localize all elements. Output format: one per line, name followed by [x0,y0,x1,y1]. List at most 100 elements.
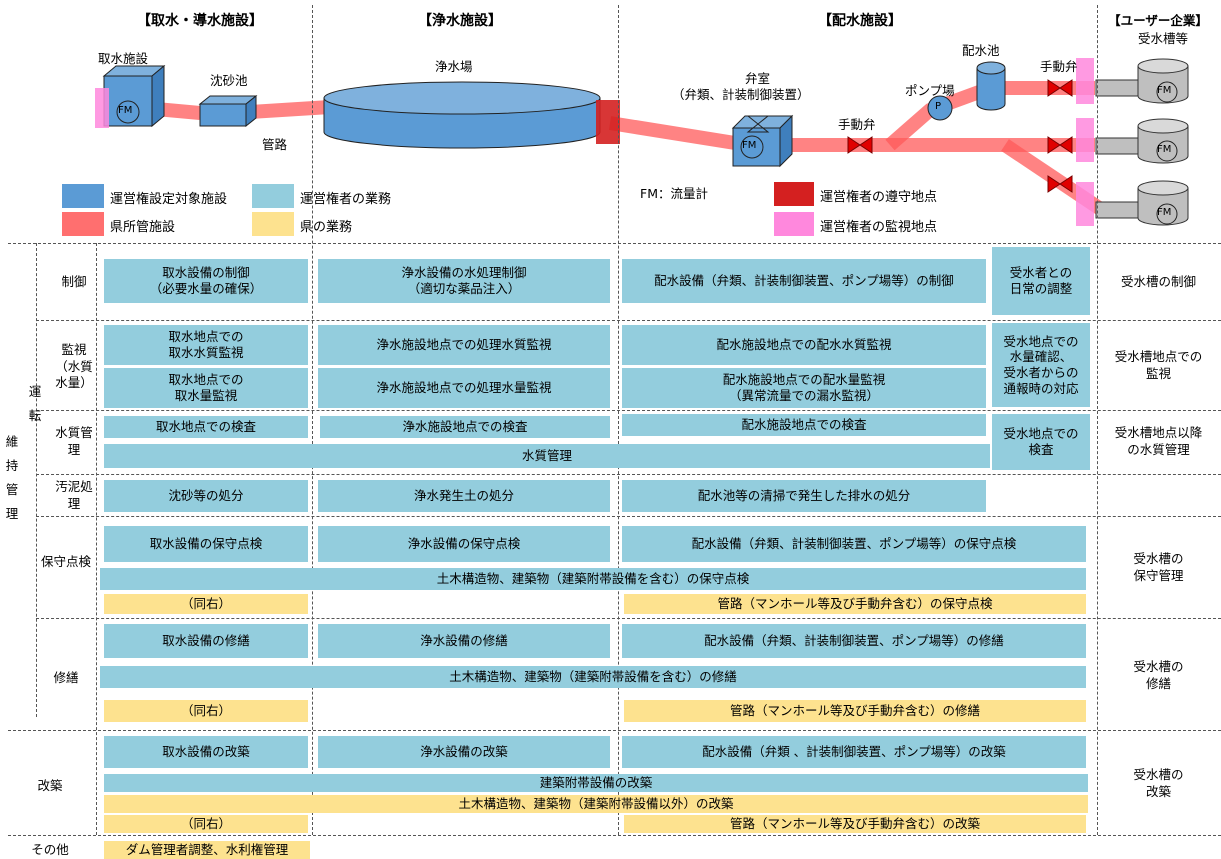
reservoir-label: 配水池 [962,43,1000,58]
cell-intake-control: 取水設備の制御 （必要水量の確保） [104,259,308,303]
intake-facility-icon [102,64,166,128]
divider-h-5 [36,618,1221,619]
cell-tank-renewal: 受水槽の 改築 [1133,767,1184,799]
legend-monitor: 運営権者の監視地点 [820,220,938,235]
fm-label-tank-1: FM [1157,85,1172,96]
cell-receiver-inspection: 受水地点での 検査 [992,414,1090,470]
valve-room-icon [731,114,794,168]
divider-v-3 [1097,5,1098,835]
cell-receiver-coordination: 受水者との 日常の調整 [992,247,1090,315]
cell-quality-management: 水質管理 [104,444,990,468]
divider-h-7 [8,835,1221,836]
cell-distribution-maintenance: 配水設備（弁類、計装制御装置、ポンプ場等）の保守点検 [622,526,1086,562]
cell-purification-maintenance: 浄水設備の保守点検 [318,526,610,562]
compliance-point-plant [596,100,620,144]
header-user: 【ユーザー企業】 [1108,13,1208,28]
sand-basin-icon [198,94,258,128]
cell-sand-disposal: 沈砂等の処分 [104,480,308,512]
intake-facility-label: 取水施設 [98,51,149,66]
cell-distribution-volume-monitor: 配水施設地点での配水量監視 （異常流量での漏水監視） [622,368,986,408]
legend-swatch-operator [252,184,294,208]
manual-valve-icons [847,79,1073,193]
cell-intake-renewal: 取水設備の改築 [104,736,308,768]
divider-v-1 [312,5,313,835]
cell-same-as-right-repair: （同右） [104,700,308,722]
divider-h-3 [36,474,1221,475]
row-label-unten: 運転 [28,384,42,423]
cell-distribution-repair: 配水設備（弁類、計装制御装置、ポンプ場等）の修繕 [622,624,1086,658]
valve-room-sub-label: （弁類、計装制御装置） [672,87,810,102]
legend-prefecture-facility: 県所管施設 [110,220,176,235]
row-label-suishitsu: 水質管理 [55,425,93,457]
fm-label-intake: FM [118,105,133,116]
cell-intake-volume-monitor: 取水地点での 取水量監視 [104,368,308,408]
cell-distribution-quality-monitor: 配水施設地点での配水水質監視 [622,325,986,365]
monitor-point-users [1076,58,1094,226]
cell-tank-monitor: 受水槽地点での 監視 [1114,349,1203,381]
legend-swatch-compliance [774,182,814,206]
header-intake: 【取水・導水施設】 [137,13,263,29]
cell-distribution-inspection: 配水施設地点での検査 [622,414,986,436]
fm-label-tank-3: FM [1157,207,1172,218]
cell-equipment-renewal: 建築附帯設備の改築 [104,774,1088,792]
cell-intake-maintenance: 取水設備の保守点検 [104,526,308,562]
row-label-seigyo: 制御 [61,273,87,289]
valve-room-label: 弁室 [745,71,771,86]
pump-station-icon [927,95,953,121]
facility-diagram [95,58,1189,226]
row-label-odei: 汚泥処理 [55,479,93,511]
cell-purification-volume-monitor: 浄水施設地点での処理水量監視 [318,368,610,408]
manual-valve-label-2: 手動弁 [1040,59,1078,74]
legend-facility: 運営権設定対象施設 [110,192,228,207]
cell-dam-coordination: ダム管理者調整、水利権管理 [104,841,310,859]
divider-v-2 [618,5,619,835]
divider-h-6 [8,730,1221,731]
pipe-lines [144,81,1109,218]
divider-v-4 [36,243,37,717]
header-purification: 【浄水施設】 [418,13,502,29]
cell-intake-inspection: 取水地点での検査 [104,416,308,438]
legend-swatch-prefecture-work [252,212,294,236]
fm-label-tank-2: FM [1157,144,1172,155]
cell-pipeline-repair: 管路（マンホール等及び手動弁含む）の修繕 [624,700,1086,722]
legend-swatch-facility [62,184,104,208]
cell-tank-quality: 受水槽地点以降 の水質管理 [1114,425,1203,457]
row-label-kanshi: 監視（水質水量） [55,341,93,391]
cell-structure-maintenance: 土木構造物、建築物（建築附帯設備を含む）の保守点検 [100,568,1086,590]
sand-basin-label: 沈砂池 [210,73,248,88]
cell-purification-inspection: 浄水施設地点での検査 [320,416,610,438]
cell-soil-disposal: 浄水発生土の処分 [318,480,610,512]
cell-purification-renewal: 浄水設備の改築 [318,736,610,768]
fm-note: FM：流量計 [640,186,708,201]
cell-structure-renewal: 土木構造物、建築物（建築附帯設備以外）の改築 [104,795,1088,813]
reservoir-icon [976,61,1006,111]
row-label-kaichiku: 改築 [37,777,63,793]
cell-pipeline-renewal: 管路（マンホール等及び手動弁含む）の改築 [624,815,1086,833]
legend-swatch-prefecture-facility [62,212,104,236]
fm-label-valve: FM [742,140,757,151]
divider-h-top [8,243,1221,244]
cell-intake-quality-monitor: 取水地点での 取水水質監視 [104,325,308,365]
divider-h-2 [36,410,1221,411]
manual-valve-label: 手動弁 [838,117,876,132]
cell-distribution-renewal: 配水設備（弁類 、計装制御装置、ポンプ場等）の改築 [622,736,1086,768]
legend-prefecture-work: 県の業務 [300,220,353,235]
purification-plant-label: 浄水場 [435,59,473,74]
cell-tank-maintenance: 受水槽の 保守管理 [1133,551,1184,583]
pipe-to-pump [885,81,1095,151]
cell-purification-repair: 浄水設備の修繕 [318,624,610,658]
legend-swatch-monitor [774,212,814,236]
cell-structure-repair: 土木構造物、建築物（建築附帯設備を含む）の修繕 [100,666,1086,688]
pipe-to-plant [249,100,331,119]
monitor-point-intake [95,88,109,128]
receiving-tank-icons [1095,58,1189,226]
purification-plant-icon [323,81,601,149]
cell-pipeline-maintenance: 管路（マンホール等及び手動弁含む）の保守点検 [624,594,1086,614]
cell-drain-disposal: 配水池等の清掃で発生した排水の処分 [622,480,986,512]
cell-distribution-control: 配水設備（弁類、計装制御装置、ポンプ場等）の制御 [622,259,986,303]
header-distribution: 【配水施設】 [818,13,902,29]
row-label-sonota: その他 [31,842,69,858]
cell-tank-repair: 受水槽の 修繕 [1133,659,1184,691]
pump-station-label: ポンプ場 [905,83,955,98]
row-label-ijikanri: 維持管理 [5,434,19,521]
